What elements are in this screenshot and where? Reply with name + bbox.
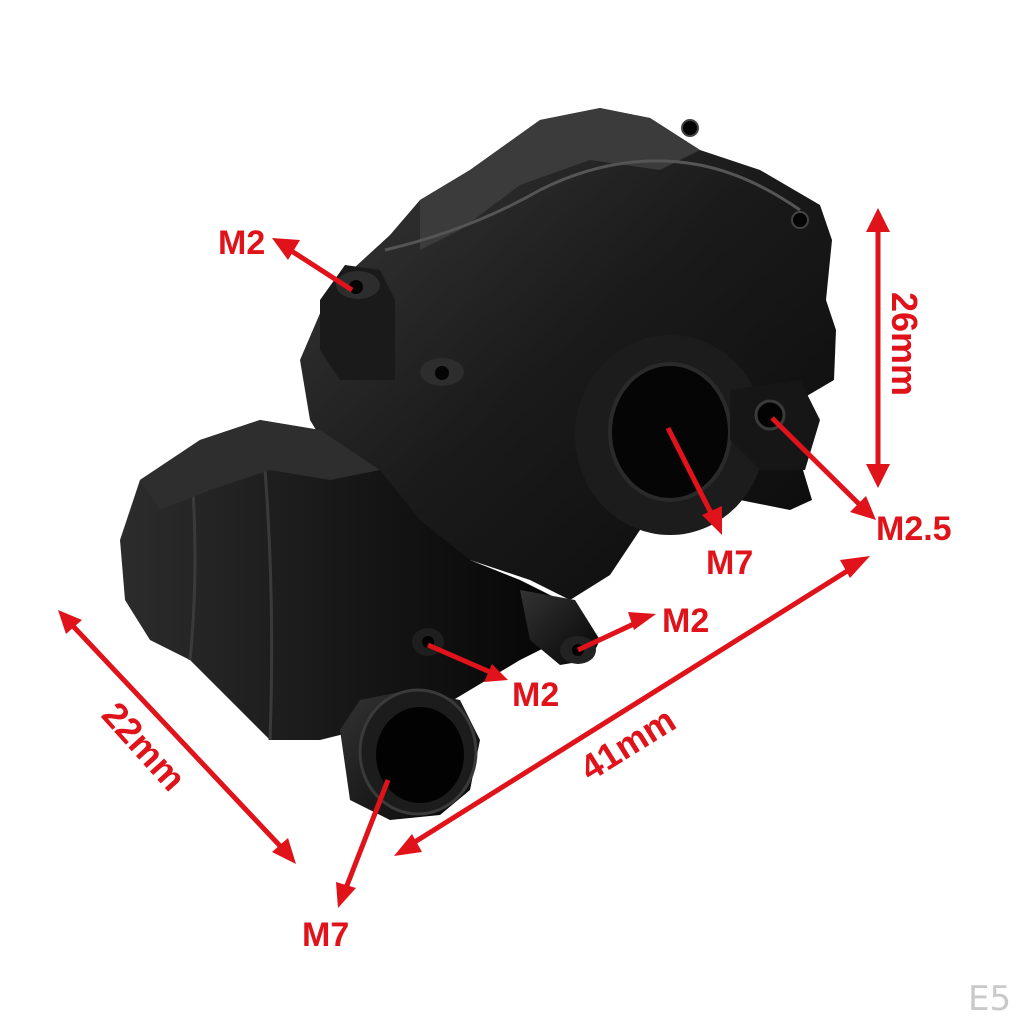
left-boss (320, 265, 395, 380)
label-lower-left-thread: M2 (512, 676, 559, 714)
gearbox-housing (120, 108, 836, 820)
middle-boss-hole (435, 366, 449, 380)
label-top-left-thread: M2 (218, 224, 265, 262)
arrowhead-right-mount (850, 496, 876, 520)
dimension-arrowhead-height-top (866, 208, 890, 232)
arrowhead-bottom-bore (336, 882, 356, 908)
dimension-arrowhead-height-bottom (866, 464, 890, 488)
dimension-arrowhead-width-bottom (272, 838, 296, 864)
arrowhead-lower-left (484, 664, 508, 682)
arrowhead-small-tube (628, 612, 656, 630)
left-boss-hole (349, 280, 363, 294)
housing-lower-body (120, 420, 560, 740)
label-length-dimension: 41mm (573, 699, 683, 789)
watermark-text: E5 (968, 979, 1011, 1019)
arrow-lower-left (427, 642, 491, 675)
label-small-tube-thread: M2 (662, 602, 709, 640)
housing-front-top (140, 420, 380, 510)
arrow-right-mount (770, 416, 862, 507)
block-seam-right (263, 469, 274, 741)
dimension-arrowhead-length-right (840, 556, 870, 578)
label-right-mount-thread: M2.5 (876, 510, 952, 548)
top-hole-b (791, 211, 809, 229)
label-center-bore-thread: M7 (706, 544, 753, 582)
bottom-tube-hole (376, 707, 464, 803)
arrow-center-bore (665, 426, 715, 517)
dimension-arrowhead-length-left (394, 834, 422, 856)
dimension-arrowhead-width-top (58, 610, 82, 634)
housing-seam (384, 159, 801, 252)
housing-top-ridge (420, 108, 700, 250)
arrow-top-left (288, 247, 354, 293)
arrowhead-top-left (272, 238, 300, 260)
annotation-arrows (58, 208, 890, 908)
label-height-dimension: 26mm (884, 292, 925, 396)
arrow-small-tube (576, 619, 640, 653)
top-hole-a (681, 119, 699, 137)
label-bottom-bore-thread: M7 (302, 916, 349, 954)
dimension-line-length (408, 565, 854, 848)
label-width-dimension: 22mm (94, 694, 194, 799)
arrowhead-center-bore (702, 506, 722, 535)
dimension-line-width (70, 623, 284, 850)
arrow-bottom-bore (343, 779, 391, 889)
